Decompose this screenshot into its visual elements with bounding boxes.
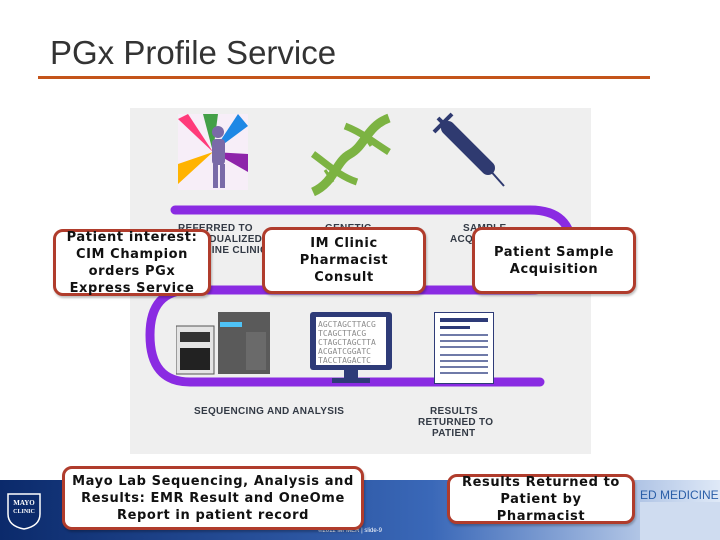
label-referred-line2: INDIVIDUALIZED xyxy=(178,234,263,245)
mayo-clinic-logo: MAYO CLINIC xyxy=(6,492,42,530)
sample-acquisition-box: Patient Sample Acquisition xyxy=(472,227,636,294)
dna-helix-icon xyxy=(310,113,391,197)
dna-line-4: ACGATCGGATC xyxy=(318,347,371,356)
patient-interest-box: Patient interest: CIM Champion orders PG… xyxy=(53,229,211,296)
pharmacist-consult-box: IM Clinic Pharmacist Consult xyxy=(262,227,426,294)
dna-line-2: TCAGCTTACG xyxy=(318,329,367,338)
results-returned-box: Results Returned to Patient by Pharmacis… xyxy=(447,474,635,524)
label-results-line3: PATIENT xyxy=(432,428,476,439)
label-referred-line3: MEDICINE CLINIC xyxy=(178,245,268,256)
dna-line-5: TACCTAGACTC xyxy=(318,356,371,365)
dna-line-3: CTAGCTAGCTTA xyxy=(318,338,376,347)
title-divider xyxy=(38,76,650,79)
dna-sequence-display: AGCTAGCTTACG TCAGCTTACG CTAGCTAGCTTA ACG… xyxy=(318,320,384,365)
dna-line-1: AGCTAGCTTACG xyxy=(318,320,376,329)
monitor-icon xyxy=(310,312,392,383)
footer-department-text: ED MEDICINE xyxy=(640,488,719,502)
svg-text:MAYO: MAYO xyxy=(13,499,35,507)
label-results-line1: RESULTS xyxy=(430,406,479,417)
lab-sequencing-box: Mayo Lab Sequencing, Analysis and Result… xyxy=(62,466,364,530)
syringe-icon xyxy=(432,112,505,187)
patient-body-icon xyxy=(178,114,248,190)
page-title: PGx Profile Service xyxy=(50,34,337,71)
sequencer-machine-icon xyxy=(176,312,270,375)
report-document-icon xyxy=(434,312,494,384)
label-referred-line1: REFERRED TO xyxy=(178,223,253,234)
svg-text:CLINIC: CLINIC xyxy=(13,509,35,515)
label-sequencing: SEQUENCING AND ANALYSIS xyxy=(194,406,345,417)
label-results-line2: RETURNED TO xyxy=(418,417,494,428)
footer-copyright: ©2012 MFMER | slide-9 xyxy=(318,528,382,534)
